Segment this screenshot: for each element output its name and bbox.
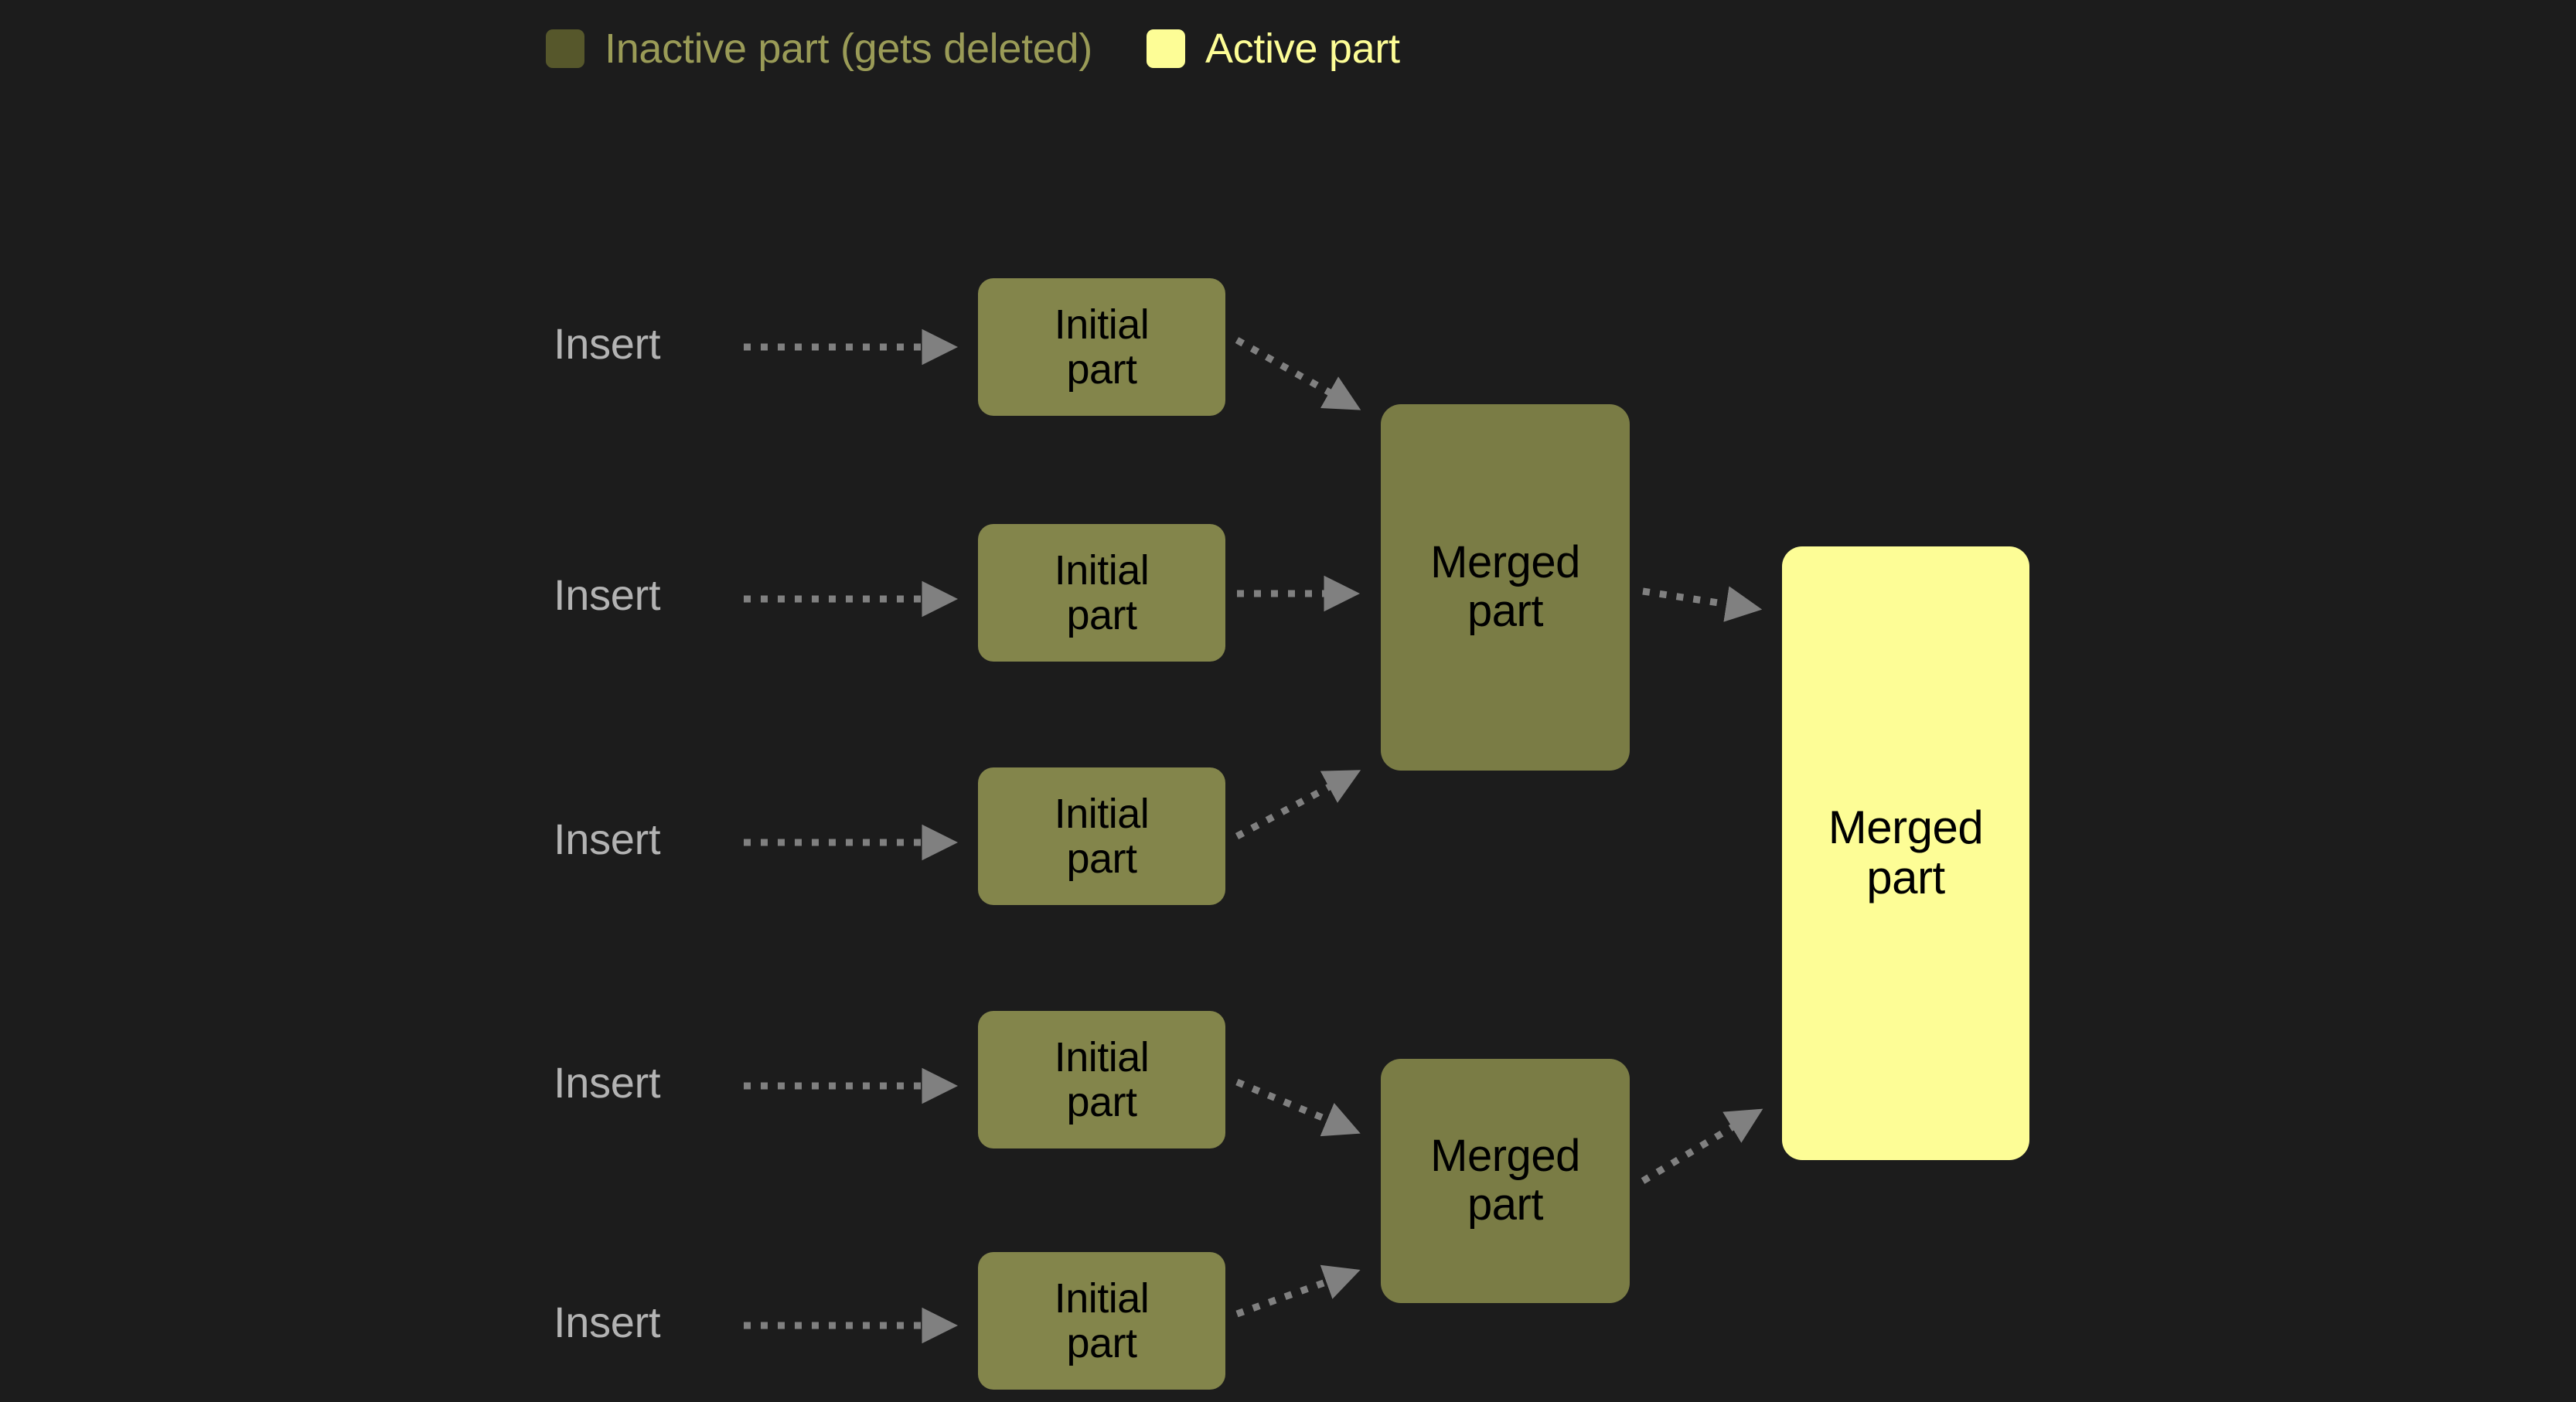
node-line-1: Merged	[1828, 801, 1984, 854]
node-line-1: Initial	[1054, 1033, 1150, 1080]
node-line-2: part	[1066, 346, 1137, 393]
arrow-initial-4-to-merged-bottom	[1235, 1078, 1361, 1137]
node-line-2: part	[1866, 852, 1945, 903]
insert-label-2: Insert	[554, 570, 661, 619]
insert-label-5: Insert	[554, 1298, 661, 1346]
node-line-1: Initial	[1054, 546, 1150, 594]
arrow-merged-bottom-to-merged-active	[1641, 1108, 1763, 1184]
insert-label-3: Insert	[554, 815, 661, 863]
node-line-1: Initial	[1054, 301, 1150, 348]
legend-swatch-active-icon	[1146, 29, 1185, 68]
legend-item-active: Active part	[1146, 26, 1400, 72]
arrow-merged-top-to-merged-active	[1642, 586, 1763, 622]
node-line-2: part	[1467, 1179, 1543, 1230]
node-line-1: Initial	[1054, 1274, 1150, 1322]
node-line-1: Merged	[1430, 1131, 1580, 1182]
legend-label-active: Active part	[1205, 26, 1400, 72]
insert-label-4: Insert	[554, 1058, 661, 1107]
node-line-2: part	[1467, 586, 1543, 636]
arrow-initial-5-to-merged-bottom	[1235, 1264, 1361, 1318]
legend-label-inactive: Inactive part (gets deleted)	[605, 26, 1092, 72]
node-line-1: Merged	[1430, 537, 1580, 588]
insert-label-1: Insert	[554, 319, 661, 368]
node-line-1: Initial	[1054, 790, 1150, 837]
node-line-2: part	[1066, 835, 1137, 882]
node-line-2: part	[1066, 1079, 1137, 1125]
node-line-2: part	[1066, 592, 1137, 638]
arrow-initial-3-to-merged-top	[1235, 770, 1361, 839]
arrow-initial-1-to-merged-top	[1235, 337, 1361, 410]
legend-item-inactive: Inactive part (gets deleted)	[546, 28, 1092, 70]
legend: Inactive part (gets deleted) Active part	[546, 28, 1400, 70]
node-line-2: part	[1066, 1320, 1137, 1366]
legend-swatch-inactive-icon	[546, 29, 584, 68]
